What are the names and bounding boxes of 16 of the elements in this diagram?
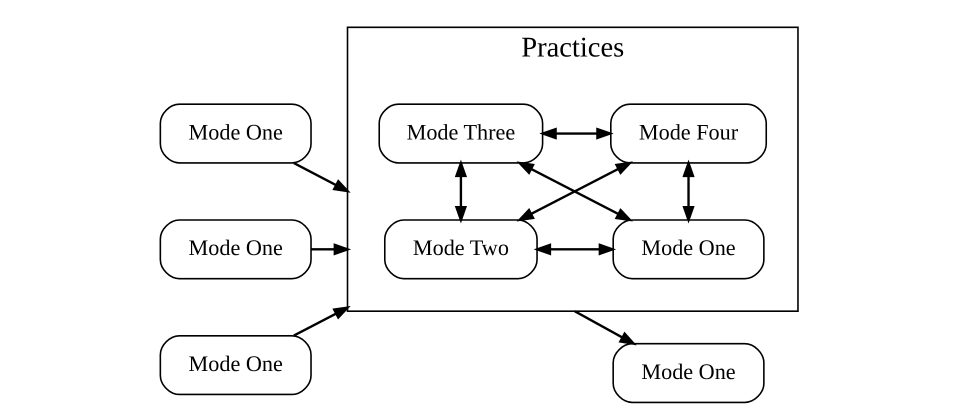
- node-box: Mode One: [159, 103, 312, 164]
- node-box: Mode One: [159, 335, 312, 396]
- node-box: Mode One: [159, 219, 312, 280]
- node-box: Mode Four: [610, 103, 767, 164]
- arrow: [574, 310, 636, 346]
- node-box: Mode One: [612, 342, 764, 404]
- arrow: [292, 306, 350, 337]
- arrow: [292, 162, 350, 193]
- arrow: [682, 160, 694, 224]
- arrow: [533, 243, 616, 256]
- node-box: Mode Three: [378, 103, 543, 164]
- arrow: [310, 243, 351, 256]
- arrow: [538, 127, 614, 140]
- node-box: Mode One: [612, 219, 764, 280]
- arrow: [454, 160, 467, 224]
- node-box: Mode Two: [383, 219, 538, 280]
